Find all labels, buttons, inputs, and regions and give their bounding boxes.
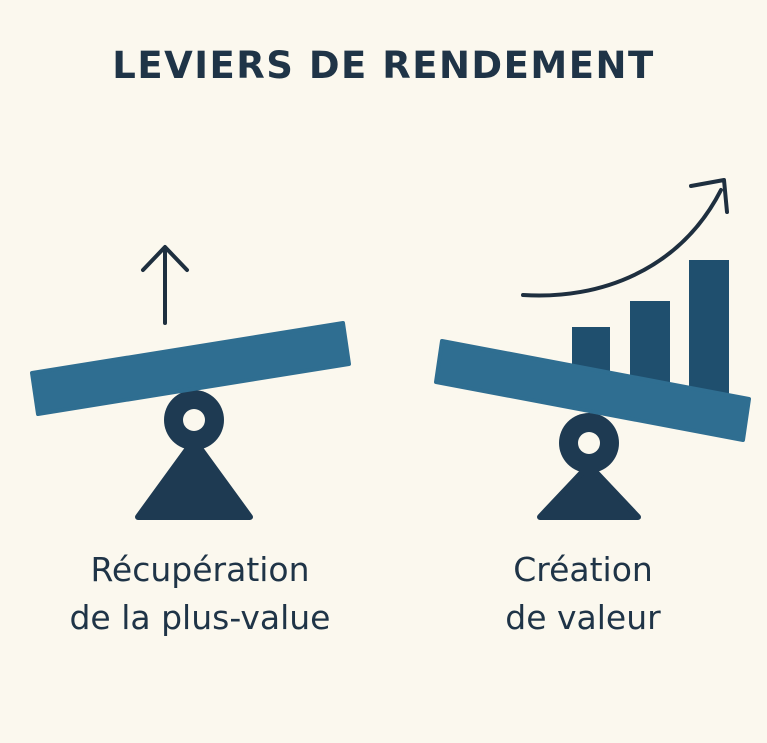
growth-arrowhead bbox=[689, 178, 729, 214]
growth-arrow-icon bbox=[521, 188, 723, 298]
right-caption: Création de valeur bbox=[400, 546, 766, 642]
right-caption-line2: de valeur bbox=[505, 598, 661, 637]
right-seesaw bbox=[434, 178, 751, 520]
left-pivot-hole bbox=[183, 409, 205, 431]
left-caption-line1: Récupération bbox=[90, 550, 310, 589]
right-caption-line1: Création bbox=[513, 550, 653, 589]
left-caption-line2: de la plus-value bbox=[69, 598, 331, 637]
right-pivot-hole bbox=[578, 432, 600, 454]
left-fulcrum bbox=[135, 437, 253, 520]
left-caption: Récupération de la plus-value bbox=[20, 546, 380, 642]
page-title: LEVIERS DE RENDEMENT bbox=[112, 44, 655, 87]
up-arrow-icon bbox=[141, 245, 189, 325]
right-beam bbox=[434, 339, 751, 442]
right-fulcrum bbox=[537, 462, 641, 520]
left-beam bbox=[30, 321, 351, 416]
chart-bar-3 bbox=[689, 260, 729, 405]
left-seesaw bbox=[30, 245, 351, 520]
